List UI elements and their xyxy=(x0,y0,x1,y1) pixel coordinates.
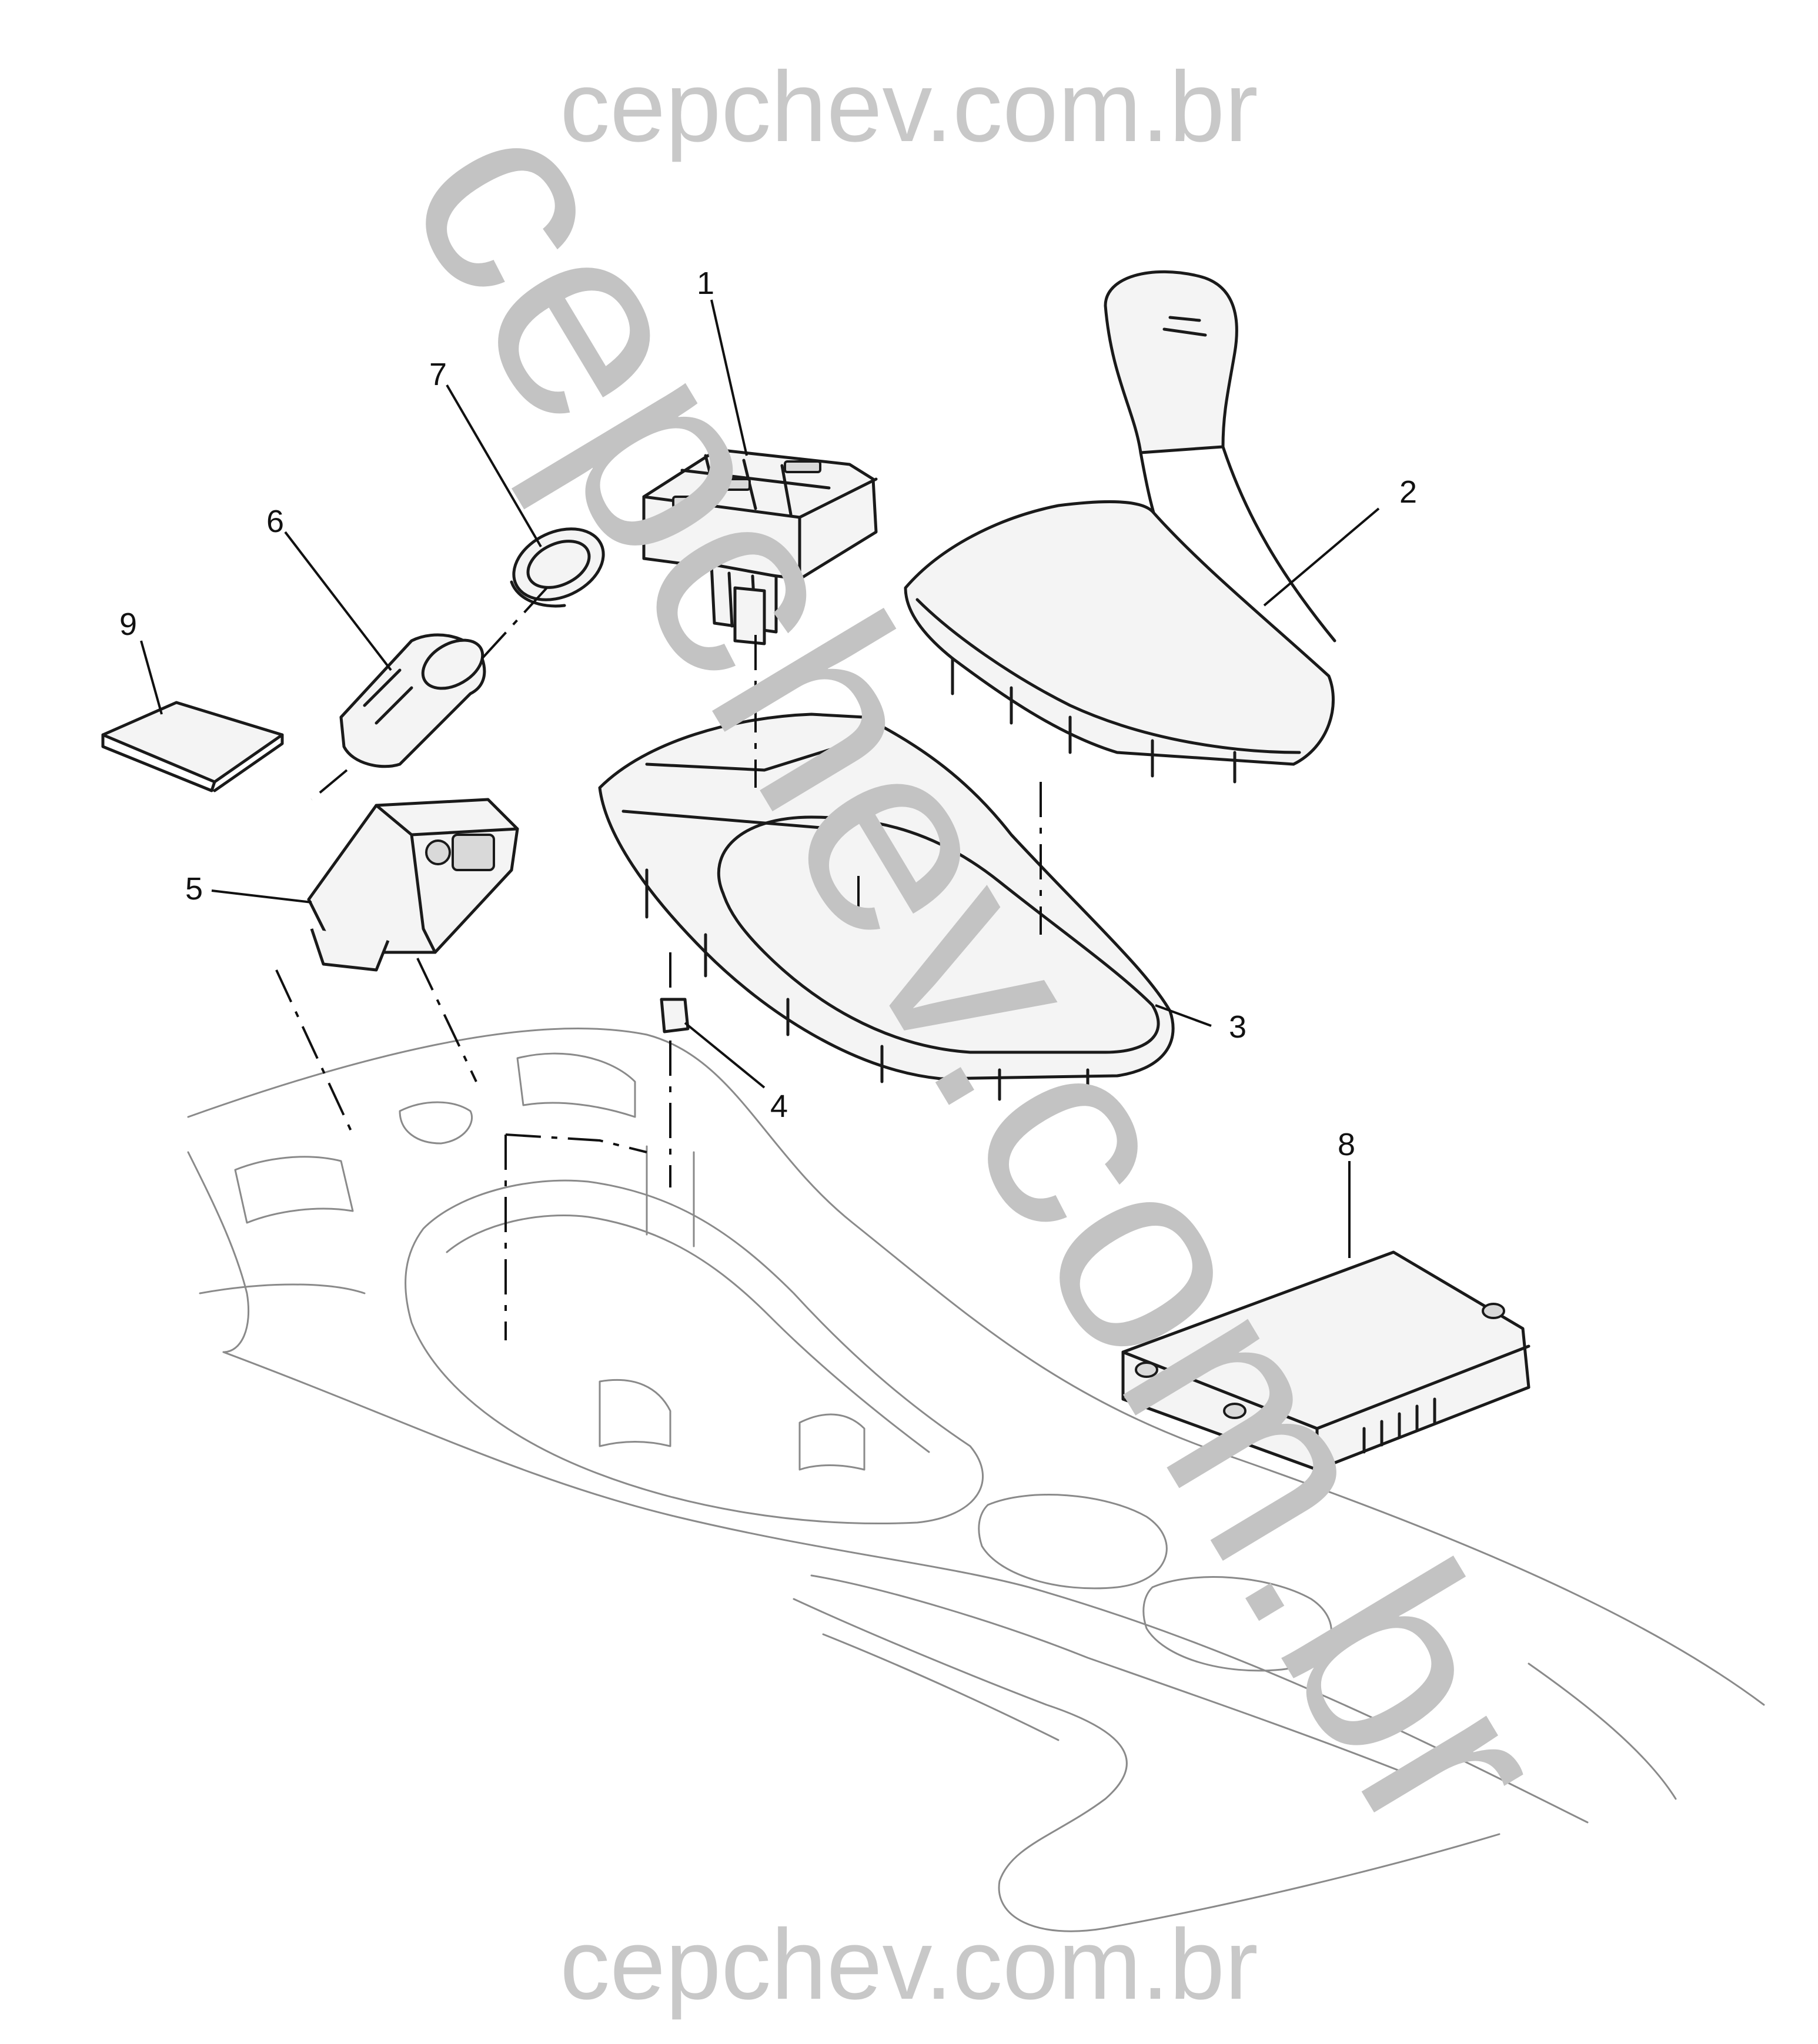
callout-3: 3 xyxy=(1229,1009,1246,1045)
watermark-top: cepchev.com.br xyxy=(560,51,1258,163)
part-3-trim-bezel xyxy=(598,712,1175,1101)
part-5-accessory-jack xyxy=(307,798,519,972)
callout-numbers: 1 2 3 4 5 6 7 8 9 xyxy=(119,266,1417,1162)
callout-1: 1 xyxy=(697,266,714,301)
callout-leaders xyxy=(140,299,1380,1258)
center-console xyxy=(187,1027,1765,1932)
part-9-card xyxy=(101,701,284,792)
callout-4: 4 xyxy=(770,1089,788,1124)
assembly-lines xyxy=(275,587,1042,1340)
part-2-shift-knob-boot xyxy=(904,270,1336,784)
part-4-clip xyxy=(660,998,690,1033)
watermark-diagonal: cepchev.com.br xyxy=(348,63,1613,1885)
callout-8: 8 xyxy=(1338,1127,1355,1162)
callout-5: 5 xyxy=(185,871,203,906)
part-6-socket xyxy=(339,633,486,768)
part-8-control-module xyxy=(1121,1250,1530,1471)
watermark-bottom: cepchev.com.br xyxy=(560,1909,1258,2020)
callout-6: 6 xyxy=(266,504,284,539)
part-7-ring xyxy=(510,527,605,608)
callout-9: 9 xyxy=(119,607,137,642)
part-1-switch-module xyxy=(642,448,878,645)
callout-7: 7 xyxy=(429,357,447,392)
callout-2: 2 xyxy=(1399,474,1417,510)
